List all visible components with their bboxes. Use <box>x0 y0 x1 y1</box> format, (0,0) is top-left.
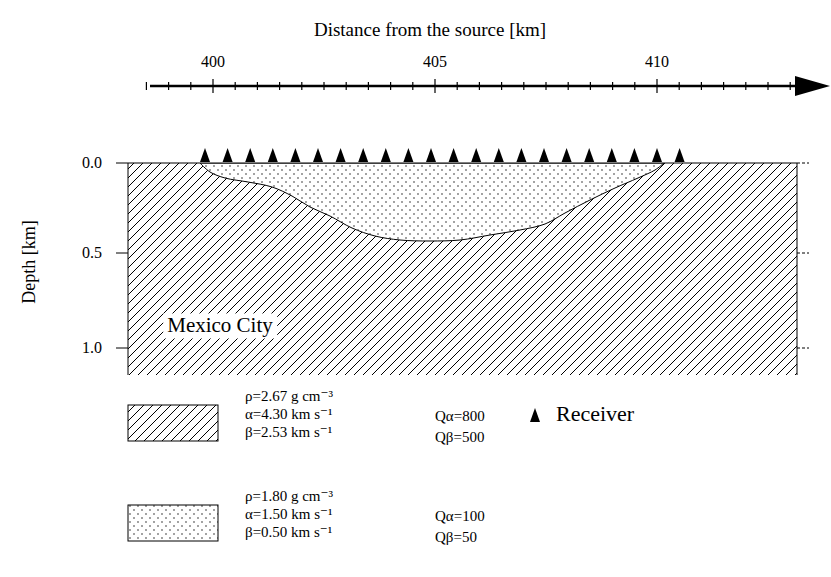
property-text: ρ=2.67 g cm⁻³ <box>245 388 333 405</box>
depth-ticks <box>116 163 809 348</box>
receiver-triangle <box>675 148 685 162</box>
region-label: Mexico City <box>163 313 277 338</box>
receiver-symbol <box>530 408 540 422</box>
legend-label: Receiver <box>556 402 634 426</box>
tick-label: 0.5 <box>82 244 102 262</box>
tick-label: 405 <box>423 53 447 71</box>
receiver-triangle <box>471 148 481 162</box>
receiver-triangle <box>516 148 526 162</box>
receiver-triangle <box>358 148 368 162</box>
axis-tick <box>745 82 746 90</box>
axis-tick <box>390 82 391 90</box>
receiver-triangle <box>200 148 210 162</box>
axis-tick <box>634 82 635 90</box>
bedrock-swatch <box>128 405 218 441</box>
axis-tick <box>368 82 369 90</box>
receiver-triangle <box>245 148 255 162</box>
axis-tick <box>235 82 236 90</box>
bedrock-hatching <box>128 163 797 375</box>
axis-tick <box>434 79 435 93</box>
tick-label: 400 <box>201 53 225 71</box>
receiver-triangle <box>313 148 323 162</box>
axis-tick <box>679 82 680 90</box>
property-text: β=0.50 km s⁻¹ <box>245 524 332 541</box>
axis-tick <box>323 82 324 90</box>
receiver-triangle <box>607 148 617 162</box>
axis-tick <box>301 82 302 90</box>
property-text: β=2.53 km s⁻¹ <box>245 424 332 441</box>
receiver-triangle <box>290 148 300 162</box>
axis-tick <box>479 82 480 90</box>
receiver-triangle <box>426 148 436 162</box>
section-edge <box>128 163 129 375</box>
receiver-triangle <box>336 148 346 162</box>
axis-title: Distance from the source [km] <box>314 20 546 41</box>
sediment-swatch <box>128 505 218 541</box>
axis-tick <box>146 82 147 90</box>
axis-tick <box>723 82 724 90</box>
axis-tick <box>523 82 524 90</box>
receiver-triangle <box>584 148 594 162</box>
axis-tick <box>767 82 768 90</box>
axis-tick <box>701 82 702 90</box>
axis-tick <box>168 82 169 90</box>
surface-line <box>128 163 797 164</box>
axis-tick <box>257 82 258 90</box>
tick-label: 1.0 <box>82 339 102 357</box>
axis-tick <box>346 82 347 90</box>
axis-arrowhead <box>795 76 830 96</box>
quality-text: Qβ=50 <box>435 529 477 546</box>
axis-tick <box>412 82 413 90</box>
receiver-triangle <box>268 148 278 162</box>
receiver-triangle <box>449 148 459 162</box>
axis-tick <box>190 82 191 90</box>
quality-text: Qβ=500 <box>435 429 484 446</box>
receiver-triangle <box>381 148 391 162</box>
axis-tick <box>612 82 613 90</box>
tick-label: 410 <box>645 53 669 71</box>
receiver-triangle <box>539 148 549 162</box>
quality-text: Qα=800 <box>435 408 485 425</box>
axis-tick <box>656 79 657 93</box>
distance-axis <box>150 85 800 88</box>
receiver-triangle <box>223 148 233 162</box>
tick-label: 0.0 <box>82 154 102 172</box>
receiver-triangle <box>562 148 572 162</box>
property-text: α=1.50 km s⁻¹ <box>245 506 333 523</box>
receiver-triangle <box>403 148 413 162</box>
axis-tick <box>590 82 591 90</box>
section-edge <box>797 163 798 375</box>
axis-tick <box>568 82 569 90</box>
receiver-row <box>200 148 685 162</box>
sediment-basin <box>200 163 664 241</box>
axis-tick <box>790 82 791 90</box>
axis-tick <box>212 79 213 93</box>
axis-ticks <box>146 79 790 93</box>
axis-title: Depth [km] <box>20 220 40 303</box>
quality-text: Qα=100 <box>435 508 485 525</box>
axis-tick <box>457 82 458 90</box>
axis-tick <box>501 82 502 90</box>
receiver-triangle <box>652 148 662 162</box>
basin-ground <box>200 163 664 241</box>
axis-tick <box>279 82 280 90</box>
receiver-triangle <box>629 148 639 162</box>
property-text: ρ=1.80 g cm⁻³ <box>245 488 333 505</box>
property-text: α=4.30 km s⁻¹ <box>245 406 333 423</box>
receiver-triangle <box>494 148 504 162</box>
axis-tick <box>545 82 546 90</box>
